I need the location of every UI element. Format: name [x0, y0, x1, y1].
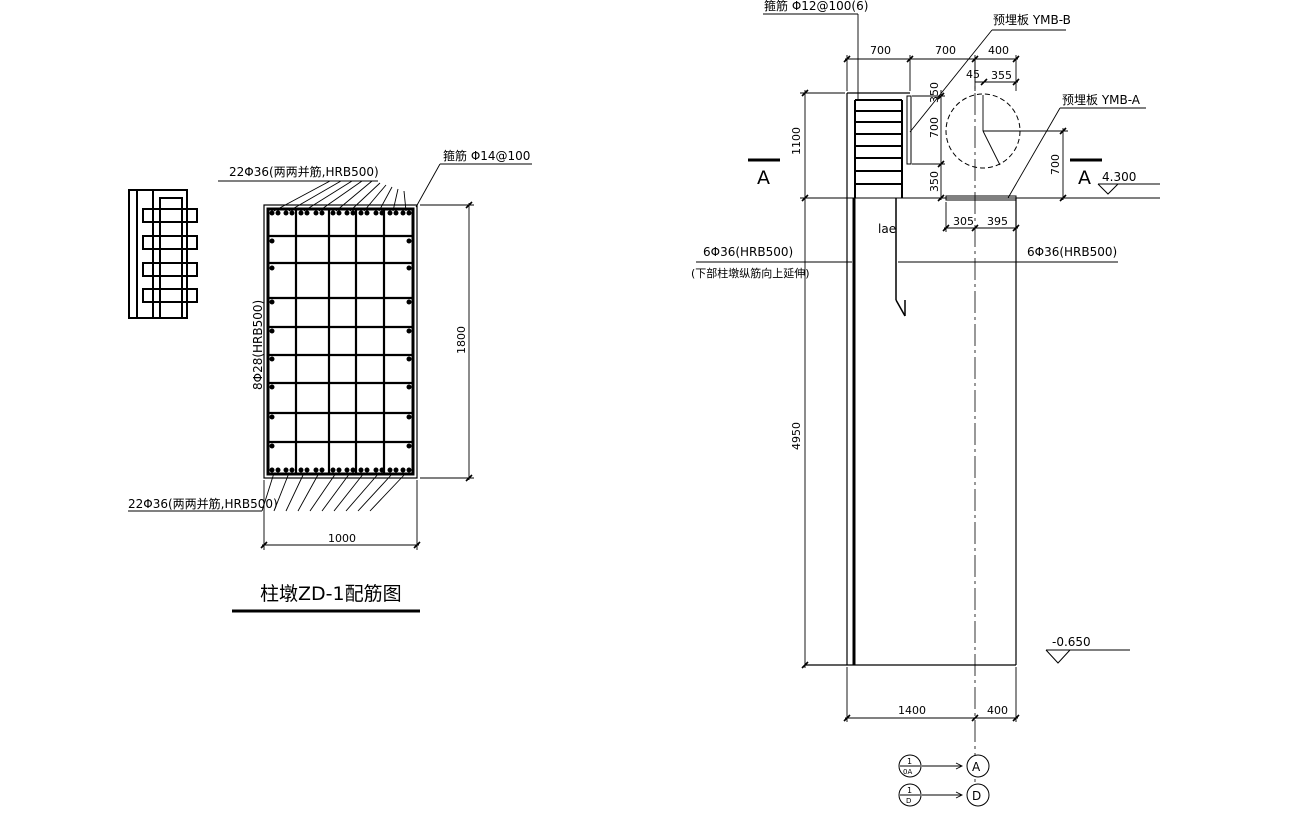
- elev-top-symbol: [1097, 183, 1160, 195]
- section-line: [748, 158, 1160, 199]
- stirrup-grid: [268, 209, 413, 474]
- column-section-outline: [263, 204, 418, 479]
- height-dimension: 1800: [455, 326, 468, 354]
- circle-markers: [982, 95, 1018, 166]
- dim-395: 395: [987, 215, 1008, 228]
- elevation-bottom: -0.650: [1052, 635, 1091, 649]
- dim-700-right: 700: [1049, 154, 1062, 175]
- detail-title: 柱墩ZD-1配筋图: [260, 583, 402, 605]
- ref1-bottom: 0A: [903, 768, 912, 776]
- right-vert-dim: [1018, 128, 1068, 200]
- lae-label: lae: [878, 222, 896, 236]
- left-detail: 22Φ36(两两并筋,HRB500) 箍筋 Φ14@100 8Φ28(HRB50…: [128, 148, 532, 613]
- bottom-dim-ticks: [843, 714, 1020, 722]
- ref1-top: 1: [907, 757, 912, 766]
- top-dim-lines: [845, 55, 1018, 91]
- bottom-bar-label: 22Φ36(两两并筋,HRB500): [128, 496, 278, 511]
- lae-anchor-bar: [895, 198, 906, 317]
- axis-a-label: A: [972, 760, 981, 774]
- dim-400-bottom: 400: [987, 704, 1008, 717]
- right-leaders: [696, 13, 1146, 263]
- dim-305: 305: [953, 215, 974, 228]
- ref2-top: 1: [907, 786, 912, 795]
- bottom-rebar-dots: [269, 467, 412, 473]
- main-bar-right-label: 6Φ36(HRB500): [1027, 245, 1117, 259]
- ref2-bottom: D: [906, 797, 911, 805]
- top-bar-leaders: [218, 163, 532, 212]
- right-vert-ticks: [1059, 127, 1067, 202]
- top-dim-3: 400: [988, 44, 1009, 57]
- inner-vert-ticks: [937, 92, 945, 202]
- side-rebar-dots: [269, 238, 412, 449]
- left-vert-dims: [800, 90, 845, 668]
- main-bar-note: (下部柱墩纵筋向上延伸): [691, 266, 810, 280]
- main-bar-left-label: 6Φ36(HRB500): [703, 245, 793, 259]
- top-rebar-dots: [269, 210, 412, 216]
- axis-d-label: D: [972, 789, 981, 803]
- embedded-plate-b: [906, 95, 912, 165]
- axis-bubble-d: D: [966, 783, 990, 807]
- width-dimension: 1000: [328, 532, 356, 545]
- dim-355: 355: [991, 69, 1012, 82]
- dim-350-bot: 350: [928, 171, 941, 192]
- ref-bubble-2: 1 D: [898, 783, 964, 807]
- column-elevation-outline: [805, 92, 1017, 666]
- left-dim-ticks: [260, 201, 473, 549]
- side-bar-label: 8Φ28(HRB500): [251, 300, 265, 390]
- stirrup-sketch: [128, 189, 198, 319]
- dim-350-top: 350: [928, 82, 941, 103]
- dim-1400: 1400: [898, 704, 926, 717]
- stirrup-label-right: 箍筋 Φ12@100(6): [764, 0, 868, 13]
- section-mark-left: A: [757, 167, 770, 189]
- elevation-top: 4.300: [1102, 170, 1136, 184]
- elev-bottom-symbol: [1045, 649, 1130, 664]
- axis-bubble-a: A: [966, 754, 990, 778]
- top-dim-1: 700: [870, 44, 891, 57]
- dim-45: 45: [966, 68, 980, 81]
- stirrup-label-left: 箍筋 Φ14@100: [443, 148, 530, 163]
- column-stirrup-outer: [266, 207, 415, 476]
- plate-b-label: 预埋板 YMB-B: [993, 13, 1071, 27]
- dim-4950: 4950: [790, 422, 803, 450]
- top-dim-2: 700: [935, 44, 956, 57]
- ref-bubble-1: 1 0A: [898, 754, 964, 778]
- top-bar-label: 22Φ36(两两并筋,HRB500): [229, 164, 379, 179]
- stirrup-ladder: [854, 99, 903, 198]
- bottom-dim-lines: [845, 667, 1018, 722]
- left-vert-ticks: [801, 89, 809, 669]
- small-horiz-ticks: [942, 224, 1020, 232]
- plate-a-label: 预埋板 YMB-A: [1062, 93, 1141, 107]
- left-dim-lines: [262, 203, 474, 550]
- dim-1100: 1100: [790, 127, 803, 155]
- dim-700-mid: 700: [928, 117, 941, 138]
- top-dim-ticks: [843, 55, 1020, 86]
- section-mark-right: A: [1078, 167, 1091, 189]
- right-detail: A A 4.300 -0.650: [691, 0, 1160, 807]
